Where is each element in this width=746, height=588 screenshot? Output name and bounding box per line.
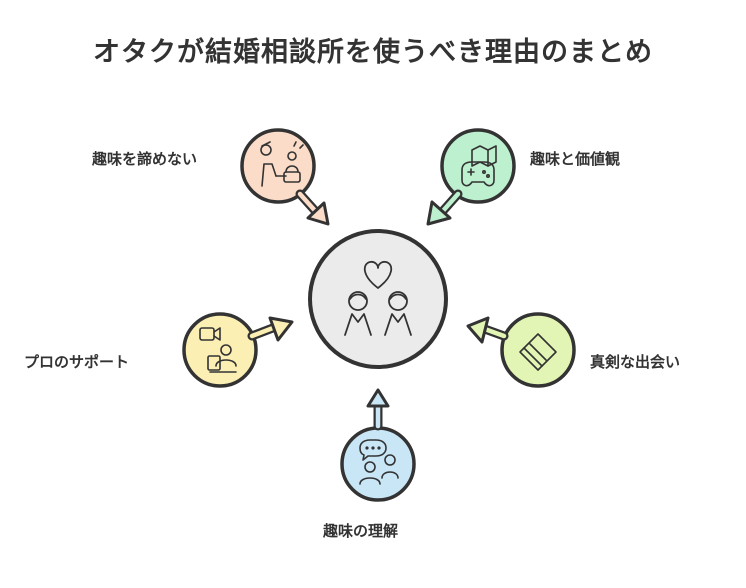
couple-heart-icon <box>344 260 412 336</box>
reason-node-support <box>182 312 294 388</box>
reason-node-hobby <box>240 128 330 226</box>
reason-label-values: 趣味と価値観 <box>530 150 621 168</box>
reason-label-understanding: 趣味の理解 <box>323 522 399 540</box>
reason-label-hobby: 趣味を諦めない <box>92 150 198 168</box>
reason-circle-serious <box>500 312 576 388</box>
reason-circle-values <box>440 128 516 204</box>
reason-node-values <box>426 128 516 226</box>
game-controller-book-icon <box>461 145 497 187</box>
reason-circle-support <box>182 312 258 388</box>
reason-label-serious: 真剣な出会い <box>590 353 681 371</box>
page-title: オタクが結婚相談所を使うべき理由のまとめ <box>93 37 653 68</box>
handshake-diamond-icon <box>519 333 557 371</box>
reason-circle-hobby <box>240 128 316 204</box>
center-circle <box>308 229 448 369</box>
center-node <box>308 229 448 369</box>
reason-label-support: プロのサポート <box>24 353 130 371</box>
reason-node-serious <box>466 312 576 388</box>
hobby-craft-icon <box>260 141 304 187</box>
conversation-people-icon <box>359 439 399 485</box>
video-call-icon <box>199 327 237 373</box>
reason-circle-understanding <box>340 426 416 502</box>
reason-node-understanding <box>340 388 416 502</box>
